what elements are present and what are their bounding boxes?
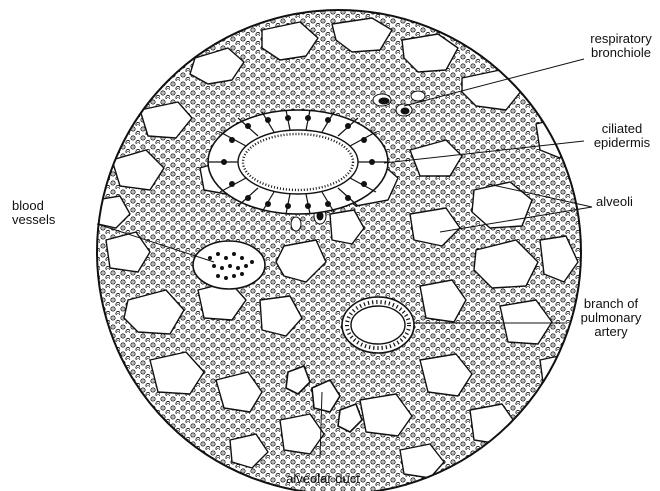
respiratory-bronchiole bbox=[208, 110, 388, 214]
label-branch-of-pulmonary-artery: branch of pulmonary artery bbox=[566, 297, 656, 339]
label-alveoli: alveoli bbox=[596, 195, 656, 209]
label-alveolar-duct: alveolar duct bbox=[268, 472, 378, 486]
label-respiratory-bronchiole: respiratory bronchiole bbox=[582, 32, 660, 60]
label-ciliated-epidermis: ciliated epidermis bbox=[586, 122, 658, 150]
label-blood-vessels: blood vessels bbox=[12, 199, 82, 227]
pulmonary-artery-branch bbox=[342, 297, 414, 353]
blood-vessel bbox=[193, 241, 265, 289]
